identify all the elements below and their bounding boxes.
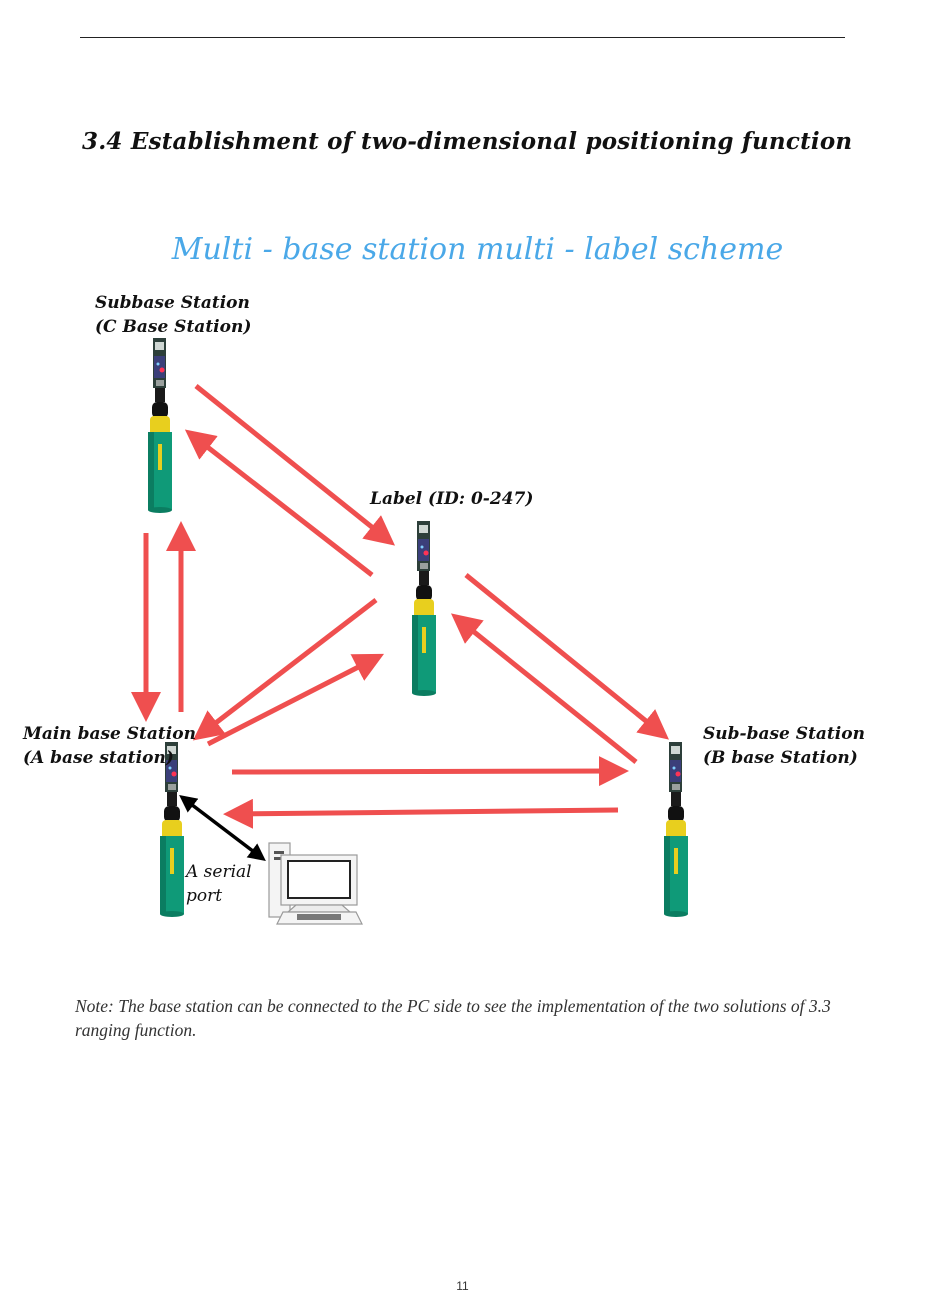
label-node-label-line1: Label (ID: 0-247) bbox=[370, 489, 534, 509]
a-station-label-line2: (A base station) bbox=[23, 748, 174, 768]
header-rule bbox=[80, 37, 845, 38]
b-station-label-line1: Sub-base Station bbox=[703, 724, 865, 744]
b-station-label-line2: (B base Station) bbox=[703, 748, 858, 768]
label-module-icon bbox=[412, 521, 436, 696]
desktop-computer-icon bbox=[268, 842, 363, 925]
label-node-label: Label (ID: 0-247) bbox=[370, 487, 533, 511]
arrow-a-to-b bbox=[231, 756, 629, 787]
page-number: 11 bbox=[456, 1279, 469, 1293]
c-station-label-line2: (C Base Station) bbox=[95, 317, 252, 337]
arrow-b-to-label bbox=[450, 613, 638, 764]
section-title: 3.4 Establishment of two-dimensional pos… bbox=[82, 128, 853, 155]
arrow-b-to-a bbox=[223, 798, 619, 829]
arrow-label-to-c bbox=[184, 429, 374, 577]
c-station-label-line1: Subbase Station bbox=[95, 293, 250, 313]
serial-port-label-line1: A serial bbox=[186, 862, 252, 882]
arrow-label-to-b bbox=[464, 573, 669, 740]
arrow-c-to-label bbox=[194, 384, 396, 546]
a-station-label: Main base Station (A base station) bbox=[23, 722, 196, 770]
note-text: Note: The base station can be connected … bbox=[75, 996, 831, 1040]
diagram-title: Multi - base station multi - label schem… bbox=[171, 232, 784, 267]
b-station-module-icon bbox=[664, 742, 688, 917]
arrow-a-to-label bbox=[206, 653, 385, 747]
c-station-label: Subbase Station (C Base Station) bbox=[95, 291, 251, 339]
serial-port-arrow bbox=[179, 795, 266, 861]
c-station-module-icon bbox=[148, 338, 172, 513]
b-station-label: Sub-base Station (B base Station) bbox=[703, 722, 865, 770]
arrow-label-to-a bbox=[192, 598, 378, 741]
a-station-label-line1: Main base Station bbox=[23, 724, 196, 744]
serial-port-label: A serial port bbox=[186, 860, 252, 908]
serial-port-label-line2: port bbox=[186, 886, 223, 906]
